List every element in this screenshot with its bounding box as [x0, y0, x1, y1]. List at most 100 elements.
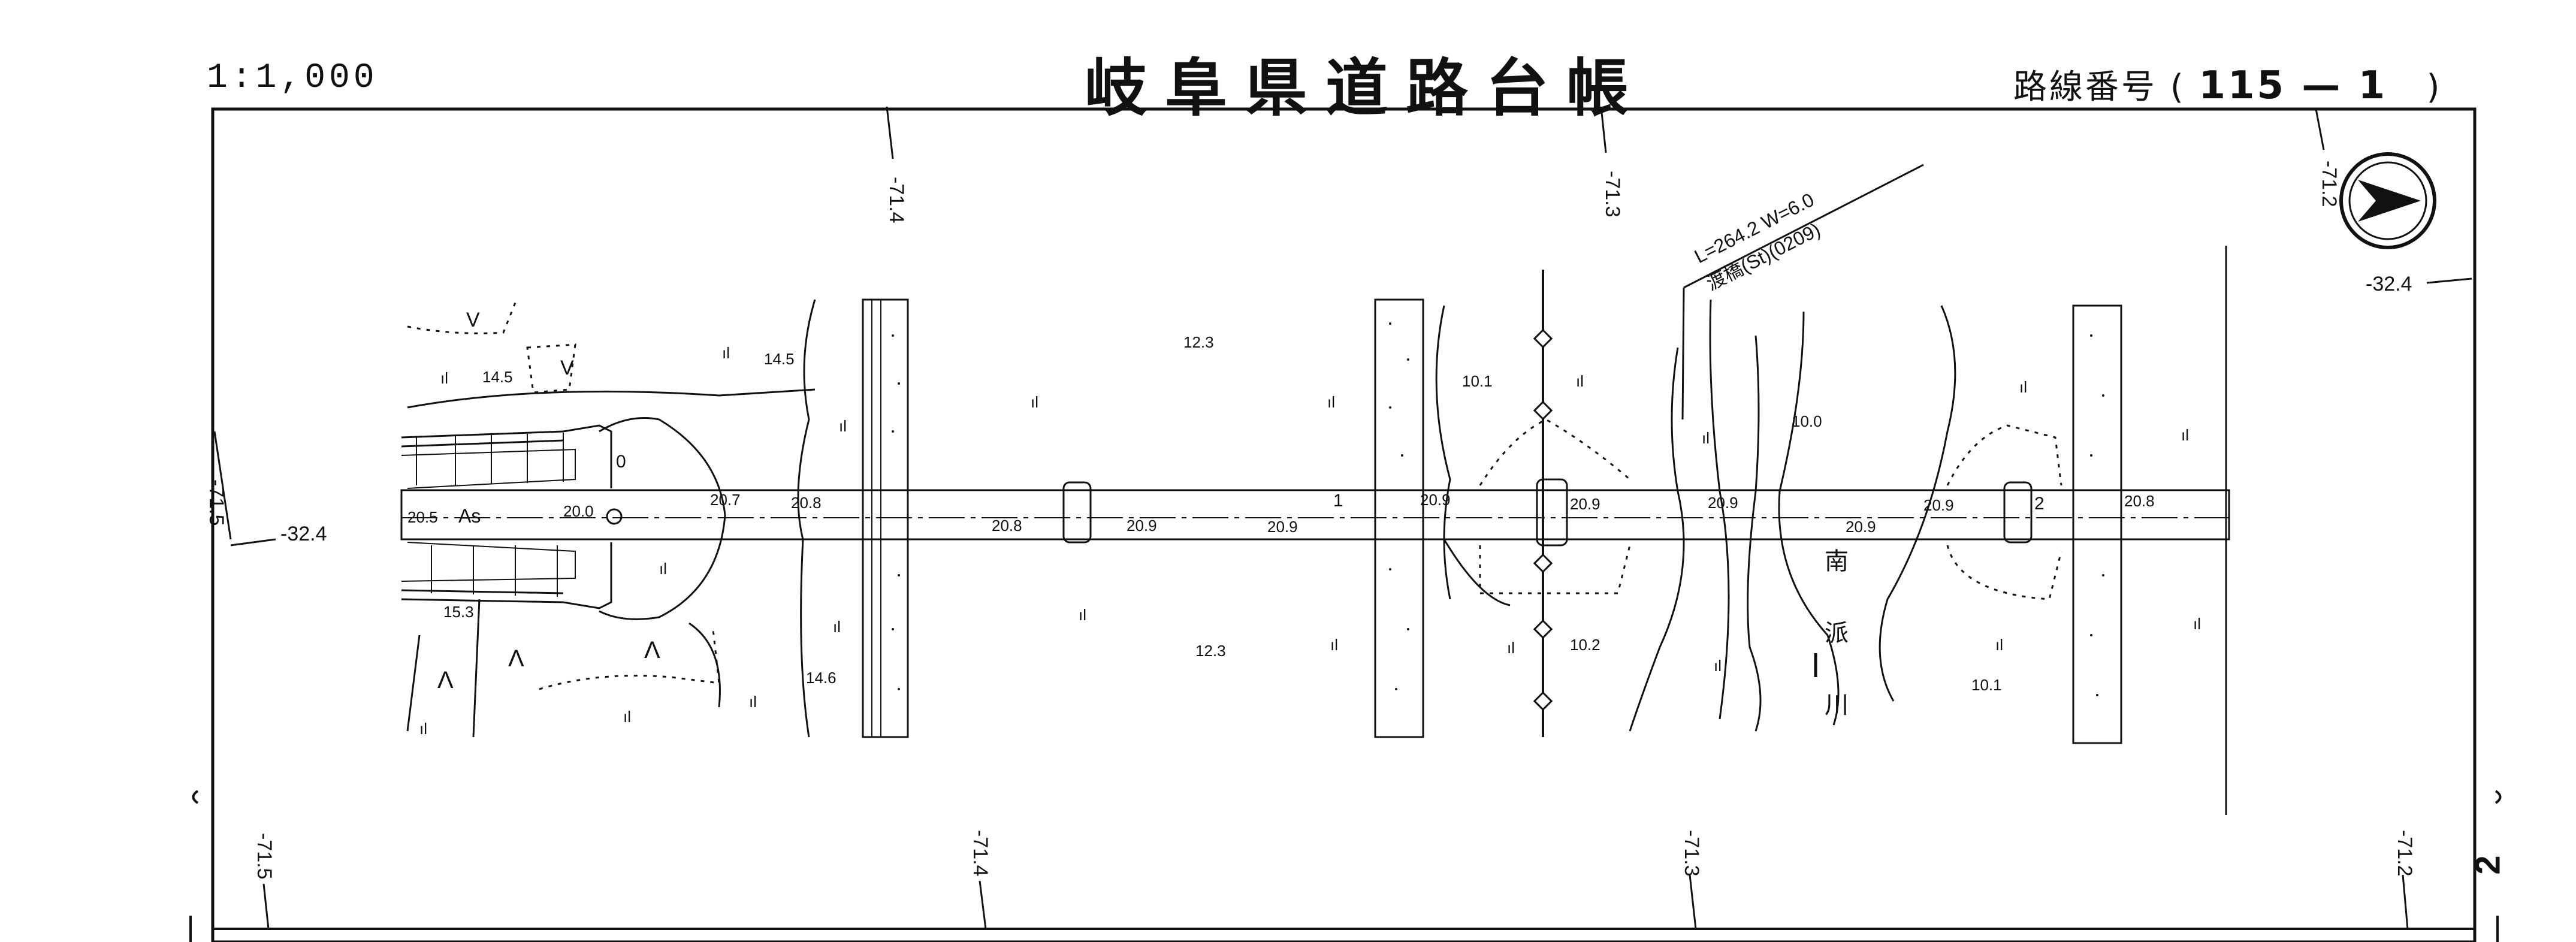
- svg-text:ıl: ıl: [2181, 426, 2189, 444]
- elev-10-2: 10.2: [1570, 636, 1600, 654]
- elev-top-left-2: 14.5: [764, 350, 795, 368]
- elev-20-8a: 20.8: [791, 494, 822, 512]
- bridge-leader-drop: [1681, 287, 1685, 420]
- svg-text:ıl: ıl: [1507, 639, 1515, 657]
- elev-10-1a: 10.1: [1462, 372, 1493, 390]
- north-arrow-icon: [2339, 152, 2436, 249]
- elev-14-6: 14.6: [806, 669, 836, 687]
- dotted-boundaries: [407, 302, 2062, 690]
- canal-strips: [862, 298, 2122, 744]
- svg-text:V: V: [466, 309, 480, 331]
- svg-text:ıl: ıl: [1576, 372, 1584, 390]
- grid-label-left-1: -71.5: [205, 479, 228, 526]
- grid-tick-top-3: [2315, 108, 2325, 150]
- river-banks: [1435, 270, 1956, 737]
- elev-20-8b: 20.8: [992, 517, 1022, 535]
- svg-text:ıl: ıl: [419, 720, 427, 738]
- route-number: 路線番号 ( 115 — 1 ): [2013, 60, 2442, 108]
- river-name-2: 派: [1825, 620, 1849, 647]
- svg-text:ıl: ıl: [1714, 657, 1722, 675]
- svg-text:ıl: ıl: [659, 560, 667, 578]
- svg-text:Λ: Λ: [644, 637, 660, 663]
- route-value: 115 — 1: [2198, 64, 2388, 108]
- grid-label-bottom-2: -71.4: [969, 830, 992, 877]
- page-title: 岐阜県道路台帳: [1085, 51, 1647, 125]
- svg-text:Λ: Λ: [437, 667, 454, 693]
- grid-label-bottom-1: -71.5: [253, 833, 276, 880]
- grid-label-bottom-3: -71.3: [1680, 830, 1703, 877]
- grid-label-top-2: -71.3: [1601, 171, 1624, 218]
- svg-text:ıl: ıl: [749, 693, 757, 711]
- elev-10-1b: 10.1: [1971, 676, 2002, 694]
- elev-20-7: 20.7: [710, 491, 741, 509]
- elev-20-5: 20.5: [407, 508, 438, 526]
- svg-text:V: V: [560, 357, 574, 379]
- svg-text:ıl: ıl: [1330, 636, 1338, 654]
- elev-20-9c: 20.9: [1420, 491, 1451, 509]
- grid-label-top-3: -71.2: [2318, 161, 2341, 207]
- grid-tick-bottom-4: [2402, 874, 2409, 929]
- elev-10-0: 10.0: [1792, 412, 1822, 430]
- svg-text:ıl: ıl: [1031, 393, 1038, 411]
- stipple-dots: [892, 322, 2104, 696]
- station-0: 0: [616, 452, 626, 472]
- grid-tick-bottom-2: [979, 880, 987, 929]
- route-close-paren: ): [2400, 68, 2442, 107]
- start-point-marker: [606, 508, 623, 525]
- river-name-3: 川: [1825, 692, 1849, 718]
- map-scale: 1:1,000: [207, 59, 378, 98]
- right-margin-bracket: [2495, 790, 2502, 804]
- elev-20-9d: 20.9: [1570, 495, 1600, 513]
- terrain-outlines: [406, 246, 2227, 815]
- grid-tick-top-2: [1600, 106, 1607, 153]
- road-start-structures: [401, 388, 816, 620]
- road-outline: [400, 489, 2230, 541]
- grid-label-left-2: -32.4: [280, 523, 327, 545]
- grid-tick-bottom-3: [1689, 874, 1697, 929]
- map-frame: [211, 107, 2477, 942]
- grid-tick-bottom-1: [262, 883, 270, 929]
- pavement-type: As: [458, 505, 481, 527]
- svg-text:ıl: ıl: [1079, 606, 1086, 624]
- chain-markers: [1533, 328, 1553, 711]
- elev-20-9a: 20.9: [1127, 517, 1157, 535]
- grid-label-right: -32.4: [2366, 273, 2412, 295]
- grid-tick-top-1: [886, 106, 894, 159]
- elev-top-left-1: 14.5: [482, 368, 513, 386]
- left-margin-bracket: [192, 790, 199, 804]
- elev-20-9e: 20.9: [1708, 494, 1738, 512]
- svg-text:ıl: ıl: [1995, 636, 2003, 654]
- svg-text:ıl: ıl: [833, 618, 841, 636]
- svg-text:ıl: ıl: [440, 369, 448, 387]
- svg-text:ıl: ıl: [623, 708, 631, 726]
- elev-20-9g: 20.9: [1923, 496, 1954, 514]
- route-open-paren: (: [2170, 68, 2186, 107]
- svg-text:ıl: ıl: [722, 344, 730, 362]
- triangle-symbol: Λ Λ Λ: [437, 637, 660, 693]
- grid-tick-right: [2426, 277, 2472, 284]
- route-label: 路線番号: [2013, 68, 2157, 107]
- station-2: 2: [2034, 494, 2045, 514]
- bridge-leader-line: [1683, 164, 1924, 289]
- svg-text:ıl: ıl: [1702, 429, 1710, 447]
- elev-15-3: 15.3: [443, 603, 474, 621]
- elev-20-8c: 20.8: [2124, 492, 2155, 510]
- elev-12-3b: 12.3: [1195, 642, 1226, 660]
- v-symbol: VV: [466, 309, 574, 379]
- grid-tick-left-h: [230, 538, 276, 547]
- elev-20-9b: 20.9: [1267, 518, 1298, 536]
- retaining-wall-marks: [416, 433, 564, 597]
- station-1: 1: [1333, 491, 1343, 511]
- svg-text:ıl: ıl: [839, 417, 847, 435]
- grid-label-top-1: -71.4: [885, 177, 908, 224]
- svg-text:ıl: ıl: [2019, 378, 2027, 396]
- elev-20-9f: 20.9: [1846, 518, 1876, 536]
- grid-tick-left: [213, 431, 232, 540]
- elev-20-0: 20.0: [563, 502, 594, 520]
- svg-text:ıl: ıl: [1327, 393, 1335, 411]
- svg-text:Λ: Λ: [508, 645, 524, 672]
- elevation-labels: 14.5 14.5 20.7 20.8 20.5 20.0 15.3 12.3 …: [407, 333, 2155, 694]
- paddy-symbol: ıl ıl ıl ıl ıl ıl ıl ıl ıl ıl ıl ıl ıl ıl ıl ıl ıl ı…: [419, 344, 2201, 738]
- grid-label-bottom-4: -71.2: [2393, 830, 2416, 877]
